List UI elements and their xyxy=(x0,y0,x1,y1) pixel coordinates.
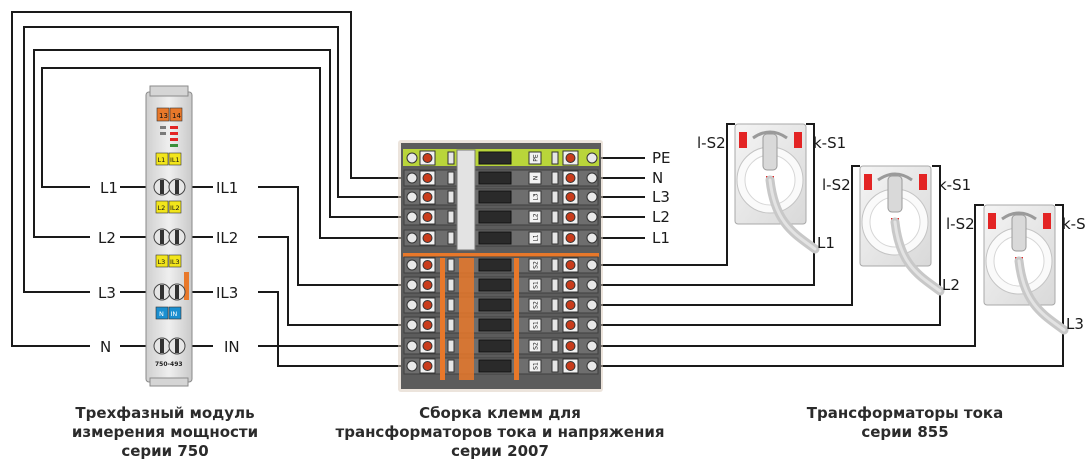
ct-label-left: l-S2 xyxy=(822,176,851,194)
terminal-marker: PE xyxy=(533,154,540,162)
wire-ct1-s2 xyxy=(600,123,735,266)
tag-il1: IL1 xyxy=(170,156,180,164)
wire-l2-voltage xyxy=(33,49,415,238)
terminal-marker: S1 xyxy=(533,281,540,289)
voltage-terminal-row: PE xyxy=(406,150,598,166)
voltage-terminal-row: L2 xyxy=(403,208,599,226)
label-il2: IL2 xyxy=(216,229,238,247)
label-il3: IL3 xyxy=(216,284,238,302)
tag-in: IN xyxy=(171,310,178,318)
transformers-caption: Трансформаторы тока серии 855 xyxy=(806,404,1004,441)
current-terminal-row: S2 xyxy=(403,256,599,274)
module-caption: Трехфазный модуль измерения мощности сер… xyxy=(71,404,259,460)
label-l2: L2 xyxy=(98,229,116,247)
ct-label-left: l-S2 xyxy=(697,134,726,152)
tag-13: 13 xyxy=(159,112,168,120)
current-terminal-row: S2 xyxy=(403,337,599,355)
wire-n-voltage xyxy=(11,11,415,347)
tag-14: 14 xyxy=(172,112,181,120)
tag-il2: IL2 xyxy=(170,204,180,212)
current-terminal-row: S1 xyxy=(403,316,599,334)
status-leds xyxy=(160,126,178,147)
current-transformer: l-S2 k-S L3 xyxy=(946,204,1086,335)
module-model: 750-493 xyxy=(155,361,183,368)
wire-ct1-s1 xyxy=(600,123,815,286)
voltage-terminal-row: L1 xyxy=(403,229,599,247)
label-n: N xyxy=(100,338,111,356)
voltage-label-l3: L3 xyxy=(652,188,670,206)
terminal-marker: S2 xyxy=(533,342,540,350)
ct-phase-label: L1 xyxy=(817,234,835,252)
voltage-label-n: N xyxy=(652,169,663,187)
ct-phase-label: L3 xyxy=(1066,315,1084,333)
wire-l3-voltage xyxy=(23,26,415,293)
voltage-label-l2: L2 xyxy=(652,208,670,226)
wire-ct3-s1 xyxy=(600,204,1064,367)
wire-l1-voltage xyxy=(41,67,415,239)
ct-phase-label: L2 xyxy=(942,276,960,294)
wire-il1 xyxy=(258,186,415,286)
ct-label-right: k-S xyxy=(1062,215,1086,233)
terminal-marker: S2 xyxy=(533,261,540,269)
terminal-caption: Сборка клемм для трансформаторов тока и … xyxy=(335,404,665,460)
terminal-marker: S2 xyxy=(533,301,540,309)
wire-il3 xyxy=(258,291,415,367)
wire-ct2-s1 xyxy=(600,165,941,326)
wire-ct3-s2 xyxy=(600,204,984,347)
terminal-marker: S1 xyxy=(533,362,540,370)
ct-label-left: l-S2 xyxy=(946,215,975,233)
terminal-marker: L2 xyxy=(533,213,540,220)
power-measurement-module: 13 14 L1 IL1 L2 IL2 L3 IL3 xyxy=(145,85,193,387)
tag-n: N xyxy=(159,310,164,318)
voltage-terminal-row: L3 xyxy=(403,188,599,206)
current-terminal-row: S2 xyxy=(403,296,599,314)
wires xyxy=(11,11,1064,367)
tag-l2: L2 xyxy=(158,204,166,212)
terminal-marker: L1 xyxy=(533,234,540,241)
label-l1: L1 xyxy=(100,179,118,197)
wire-il2 xyxy=(258,236,415,326)
current-terminal-row: S1 xyxy=(403,357,599,375)
terminal-marker: L3 xyxy=(533,193,540,200)
tag-l3: L3 xyxy=(158,258,166,266)
ct-label-right: k-S1 xyxy=(938,176,971,194)
voltage-terminal-row: N xyxy=(403,169,599,187)
wire-ct2-s2 xyxy=(600,165,860,306)
voltage-label-pe: PE xyxy=(652,149,671,167)
label-l3: L3 xyxy=(98,284,116,302)
current-terminal-row: S1 xyxy=(403,276,599,294)
tag-il3: IL3 xyxy=(170,258,180,266)
tag-l1: L1 xyxy=(158,156,166,164)
label-in: IN xyxy=(224,338,240,356)
ct-label-right: k-S1 xyxy=(813,134,846,152)
terminal-marker: S1 xyxy=(533,321,540,329)
label-il1: IL1 xyxy=(216,179,238,197)
terminal-marker: N xyxy=(533,176,540,181)
voltage-label-l1: L1 xyxy=(652,229,670,247)
